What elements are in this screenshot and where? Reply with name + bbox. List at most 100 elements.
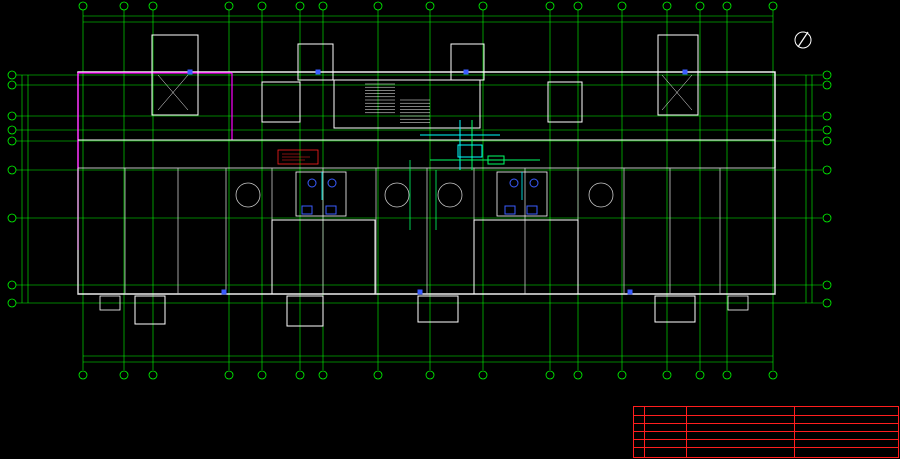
axis-bubble-icon	[257, 1, 267, 11]
utility-room	[547, 81, 583, 123]
annotation-box	[277, 149, 319, 165]
axis-bubble-icon	[822, 298, 832, 308]
axis-bubble-icon	[148, 1, 158, 11]
sink-icon	[301, 205, 313, 215]
table-icon	[437, 182, 463, 208]
axis-bubble-icon	[257, 370, 267, 380]
pipe-network	[321, 120, 540, 230]
shaft-room	[450, 43, 485, 81]
table-icon	[235, 182, 261, 208]
axis-bubble-icon	[425, 370, 435, 380]
living-room	[473, 219, 579, 295]
toilet-icon	[327, 178, 337, 188]
pipe-manifold	[487, 155, 505, 165]
axis-bubble-icon	[722, 1, 732, 11]
axis-bubble-icon	[7, 165, 17, 175]
elevator-shaft	[657, 34, 699, 116]
title-block-divider	[794, 407, 795, 457]
axis-bubble-icon	[695, 1, 705, 11]
axis-bubble-icon	[822, 136, 832, 146]
sink-icon	[325, 205, 337, 215]
sink-icon	[526, 205, 538, 215]
axis-bubble-icon	[573, 370, 583, 380]
building-walls	[77, 34, 776, 295]
title-block-row	[634, 431, 898, 432]
balcony	[417, 295, 459, 323]
axis-bubble-icon	[617, 1, 627, 11]
axis-bubble-icon	[478, 370, 488, 380]
title-block-divider	[686, 407, 687, 457]
bay-window	[727, 295, 749, 311]
axis-bubble-icon	[373, 1, 383, 11]
axis-bubble-icon	[822, 70, 832, 80]
toilet-icon	[307, 178, 317, 188]
axis-bubble-icon	[545, 370, 555, 380]
axis-bubble-icon	[318, 1, 328, 11]
axis-bubble-icon	[822, 165, 832, 175]
room-partitions	[77, 168, 776, 327]
annotations	[277, 31, 812, 165]
title-block-row	[634, 423, 898, 424]
axis-bubble-icon	[295, 370, 305, 380]
north-arrow-icon	[797, 31, 809, 48]
axis-bubble-icon	[695, 370, 705, 380]
table-icon	[384, 182, 410, 208]
axis-bubble-icon	[7, 298, 17, 308]
balcony	[134, 295, 166, 325]
axis-bubble-icon	[7, 111, 17, 121]
axis-bubble-icon	[7, 136, 17, 146]
axis-bubble-icon	[722, 370, 732, 380]
elevator-icon	[157, 74, 189, 111]
balcony	[286, 295, 324, 327]
axis-bubble-icon	[7, 80, 17, 90]
axis-bubble-icon	[545, 1, 555, 11]
axis-bubble-icon	[78, 370, 88, 380]
elevator-shaft	[151, 34, 199, 116]
toilet-icon	[509, 178, 519, 188]
balcony	[654, 295, 696, 323]
axis-bubble-icon	[822, 80, 832, 90]
table-icon	[588, 182, 614, 208]
riser-icon	[463, 69, 469, 75]
stair-core	[333, 79, 481, 129]
axis-bubble-icon	[7, 280, 17, 290]
axis-bubble-icon	[318, 370, 328, 380]
axis-bubble-icon	[617, 370, 627, 380]
title-block-divider	[644, 407, 645, 457]
axis-bubble-icon	[768, 1, 778, 11]
riser-icon	[221, 289, 227, 295]
bathroom	[295, 171, 347, 217]
exterior-wall	[77, 71, 776, 295]
axis-bubble-icon	[224, 1, 234, 11]
axis-bubble-icon	[822, 280, 832, 290]
axis-bubble-icon	[119, 1, 129, 11]
toilet-icon	[529, 178, 539, 188]
axis-bubble-icon	[148, 370, 158, 380]
title-block	[633, 406, 899, 458]
riser-icon	[315, 69, 321, 75]
title-block-row	[634, 415, 898, 416]
riser-icon	[417, 289, 423, 295]
axis-bubble-icon	[119, 370, 129, 380]
utility-room	[261, 81, 301, 123]
axis-bubble-icon	[78, 1, 88, 11]
riser-icon	[627, 289, 633, 295]
north-arrow-icon	[794, 31, 812, 49]
axis-bubble-icon	[7, 70, 17, 80]
axis-bubble-icon	[425, 1, 435, 11]
axis-bubble-icon	[295, 1, 305, 11]
riser-icon	[682, 69, 688, 75]
axis-bubble-icon	[573, 1, 583, 11]
shaft-room	[297, 43, 334, 81]
axis-bubble-icon	[224, 370, 234, 380]
axis-bubble-icon	[478, 1, 488, 11]
sink-icon	[504, 205, 516, 215]
axis-bubble-icon	[822, 125, 832, 135]
axis-bubble-icon	[822, 111, 832, 121]
axis-bubble-icon	[768, 370, 778, 380]
bay-window	[99, 295, 121, 311]
axis-bubble-icon	[662, 1, 672, 11]
axis-bubble-icon	[822, 213, 832, 223]
axis-bubble-icon	[373, 370, 383, 380]
